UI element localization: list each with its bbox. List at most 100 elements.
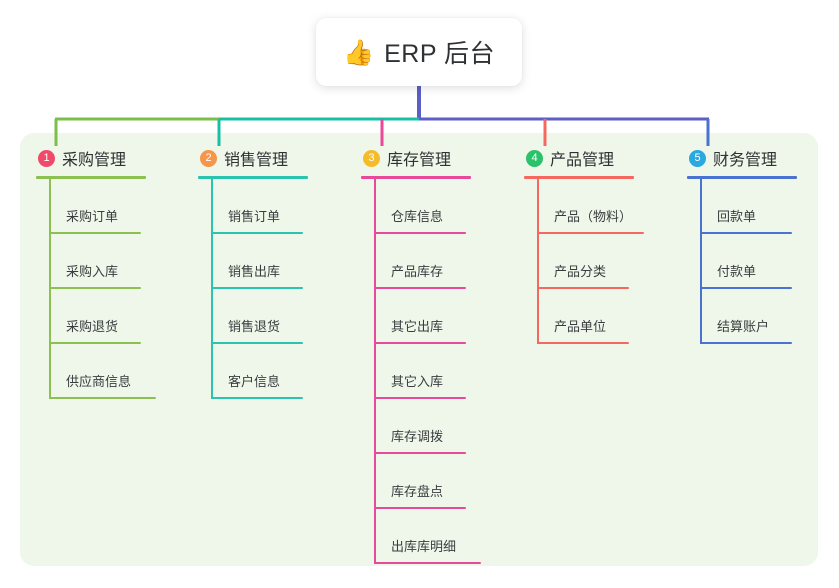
branch-item[interactable]: 销售退货 (211, 289, 358, 344)
branch-item-label: 销售退货 (228, 319, 281, 334)
branch-index-badge: 4 (526, 149, 543, 167)
branch-item-underline (537, 232, 644, 234)
branch-item[interactable]: 仓库信息 (374, 179, 521, 234)
branch-item-label: 仓库信息 (391, 209, 444, 224)
branch-item-underline (211, 232, 303, 234)
branch-item-underline (49, 397, 156, 399)
item-trunk-line (49, 289, 51, 344)
branch-title: 财务管理 (713, 152, 778, 169)
item-trunk-line (537, 289, 539, 344)
branch-item[interactable]: 产品（物料） (537, 179, 684, 234)
branch-item-underline (700, 287, 792, 289)
branch-item[interactable]: 产品单位 (537, 289, 684, 344)
branch-item-label: 其它入库 (391, 374, 444, 389)
branch-index-badge: 1 (38, 149, 55, 167)
branch-item[interactable]: 回款单 (700, 179, 839, 234)
item-trunk-line (374, 509, 376, 564)
thumbs-up-icon: 👍 (342, 37, 375, 67)
branch-item[interactable]: 出库库明细 (374, 509, 521, 564)
branch-item[interactable]: 客户信息 (211, 344, 358, 399)
branch-item-label: 采购订单 (66, 209, 119, 224)
item-trunk-line (700, 179, 702, 234)
branch-item-label: 库存盘点 (391, 484, 444, 499)
branch-item-underline (49, 232, 141, 234)
branch-item-underline (211, 397, 303, 399)
branch-item-list: 采购订单采购入库采购退货供应商信息 (36, 179, 196, 399)
branch-item-underline (374, 397, 466, 399)
item-trunk-line (374, 344, 376, 399)
branch-item-label: 库存调拨 (391, 429, 444, 444)
branch-title: 库存管理 (387, 152, 452, 169)
branch-header-underline (198, 176, 308, 179)
branch-item[interactable]: 采购入库 (49, 234, 196, 289)
branch-item-list: 销售订单销售出库销售退货客户信息 (198, 179, 358, 399)
item-trunk-line (374, 454, 376, 509)
branch-index-badge: 2 (200, 149, 217, 167)
item-trunk-line (537, 179, 539, 234)
branch-item[interactable]: 产品分类 (537, 234, 684, 289)
branch-header-underline (36, 176, 146, 179)
branch-item[interactable]: 采购退货 (49, 289, 196, 344)
branch-item-label: 销售出库 (228, 264, 281, 279)
branch-item[interactable]: 其它出库 (374, 289, 521, 344)
branch-item[interactable]: 销售出库 (211, 234, 358, 289)
branch-item-label: 采购退货 (66, 319, 119, 334)
branch-item-label: 结算账户 (717, 319, 770, 334)
branch-index-badge: 5 (689, 149, 706, 167)
branch-item-underline (374, 562, 481, 564)
item-trunk-line (49, 234, 51, 289)
branch-item-underline (211, 342, 303, 344)
branch-index-badge: 3 (363, 149, 380, 167)
branch-item-label: 出库库明细 (391, 539, 457, 554)
branch-item-underline (211, 287, 303, 289)
branch-header-2[interactable]: 2 销售管理 (198, 146, 358, 170)
branch-header-3[interactable]: 3 库存管理 (361, 146, 521, 170)
item-trunk-line (374, 289, 376, 344)
branch-item-list: 产品（物料）产品分类产品单位 (524, 179, 684, 344)
branch-item[interactable]: 供应商信息 (49, 344, 196, 399)
branch-item[interactable]: 付款单 (700, 234, 839, 289)
branch-item[interactable]: 采购订单 (49, 179, 196, 234)
branch-item-label: 销售订单 (228, 209, 281, 224)
root-node-title: ERP 后台 (384, 40, 496, 68)
branch-item-label: 产品单位 (554, 319, 607, 334)
branch-item-underline (49, 342, 141, 344)
branch-item-underline (700, 232, 792, 234)
branch-item-underline (537, 342, 629, 344)
item-trunk-line (537, 234, 539, 289)
branch-column-2: 2 销售管理销售订单销售出库销售退货客户信息 (198, 146, 358, 399)
item-trunk-line (211, 344, 213, 399)
branch-item-underline (374, 232, 466, 234)
branch-item-label: 付款单 (717, 264, 757, 279)
root-node-card[interactable]: 👍 ERP 后台 (316, 18, 522, 86)
branch-item[interactable]: 产品库存 (374, 234, 521, 289)
branch-header-underline (361, 176, 471, 179)
branch-column-1: 1 采购管理采购订单采购入库采购退货供应商信息 (36, 146, 196, 399)
branch-header-1[interactable]: 1 采购管理 (36, 146, 196, 170)
branch-item-label: 客户信息 (228, 374, 281, 389)
branch-column-3: 3 库存管理仓库信息产品库存其它出库其它入库库存调拨库存盘点出库库明细 (361, 146, 521, 564)
branch-item-underline (374, 342, 466, 344)
branch-title: 采购管理 (62, 152, 127, 169)
branch-item-label: 采购入库 (66, 264, 119, 279)
branch-item-label: 产品库存 (391, 264, 444, 279)
branch-header-5[interactable]: 5 财务管理 (687, 146, 839, 170)
branch-item[interactable]: 销售订单 (211, 179, 358, 234)
branch-item-underline (374, 507, 466, 509)
branch-header-underline (687, 176, 797, 179)
diagram-background-panel (20, 133, 818, 566)
item-trunk-line (49, 179, 51, 234)
item-trunk-line (700, 234, 702, 289)
item-trunk-line (211, 289, 213, 344)
branch-item-underline (537, 287, 629, 289)
branch-title: 销售管理 (224, 152, 289, 169)
branch-item-label: 其它出库 (391, 319, 444, 334)
branch-item[interactable]: 库存调拨 (374, 399, 521, 454)
branch-item[interactable]: 其它入库 (374, 344, 521, 399)
branch-item[interactable]: 结算账户 (700, 289, 839, 344)
branch-item[interactable]: 库存盘点 (374, 454, 521, 509)
